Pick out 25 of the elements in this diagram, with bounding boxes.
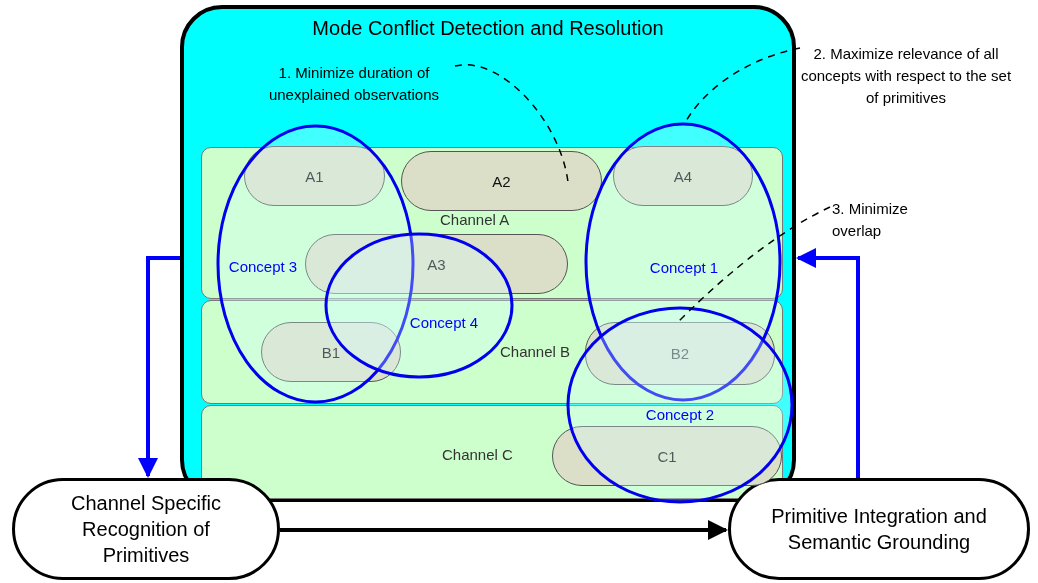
- channel-label: Channel B: [500, 343, 571, 360]
- arrow: [796, 248, 860, 478]
- concept-label: Concept 2: [645, 405, 715, 423]
- leader-line: [454, 64, 569, 183]
- arrow: [280, 520, 728, 540]
- primitive-pill: B1: [261, 322, 401, 382]
- channel-label: Channel A: [440, 211, 510, 228]
- process-stadium: Primitive Integration and Semantic Grounding: [728, 478, 1030, 580]
- arrow: [138, 256, 180, 478]
- objective-note: 2. Maximize relevance of all concepts with respect to the set of primitives: [800, 44, 1012, 108]
- process-stadium: Channel Specific Recognition of Primitives: [12, 478, 280, 580]
- primitive-pill: A2: [401, 151, 602, 211]
- primitive-pill: C1: [552, 426, 782, 486]
- concept-label: Concept 3: [228, 257, 298, 275]
- primitive-pill: A4: [613, 146, 753, 206]
- primitive-pill: A1: [244, 146, 385, 206]
- objective-note: 3. Minimize overlap: [832, 199, 909, 241]
- leader-line: [677, 206, 831, 323]
- concept-label: Concept 4: [409, 313, 479, 331]
- container-title: Mode Conflict Detection and Resolution: [311, 17, 665, 40]
- primitive-pill: A3: [305, 234, 568, 294]
- objective-note: 1. Minimize duration of unexplained observations: [267, 63, 441, 105]
- channel-label: Channel C: [442, 446, 513, 463]
- primitive-pill: B2: [585, 322, 775, 385]
- concept-label: Concept 1: [649, 258, 719, 276]
